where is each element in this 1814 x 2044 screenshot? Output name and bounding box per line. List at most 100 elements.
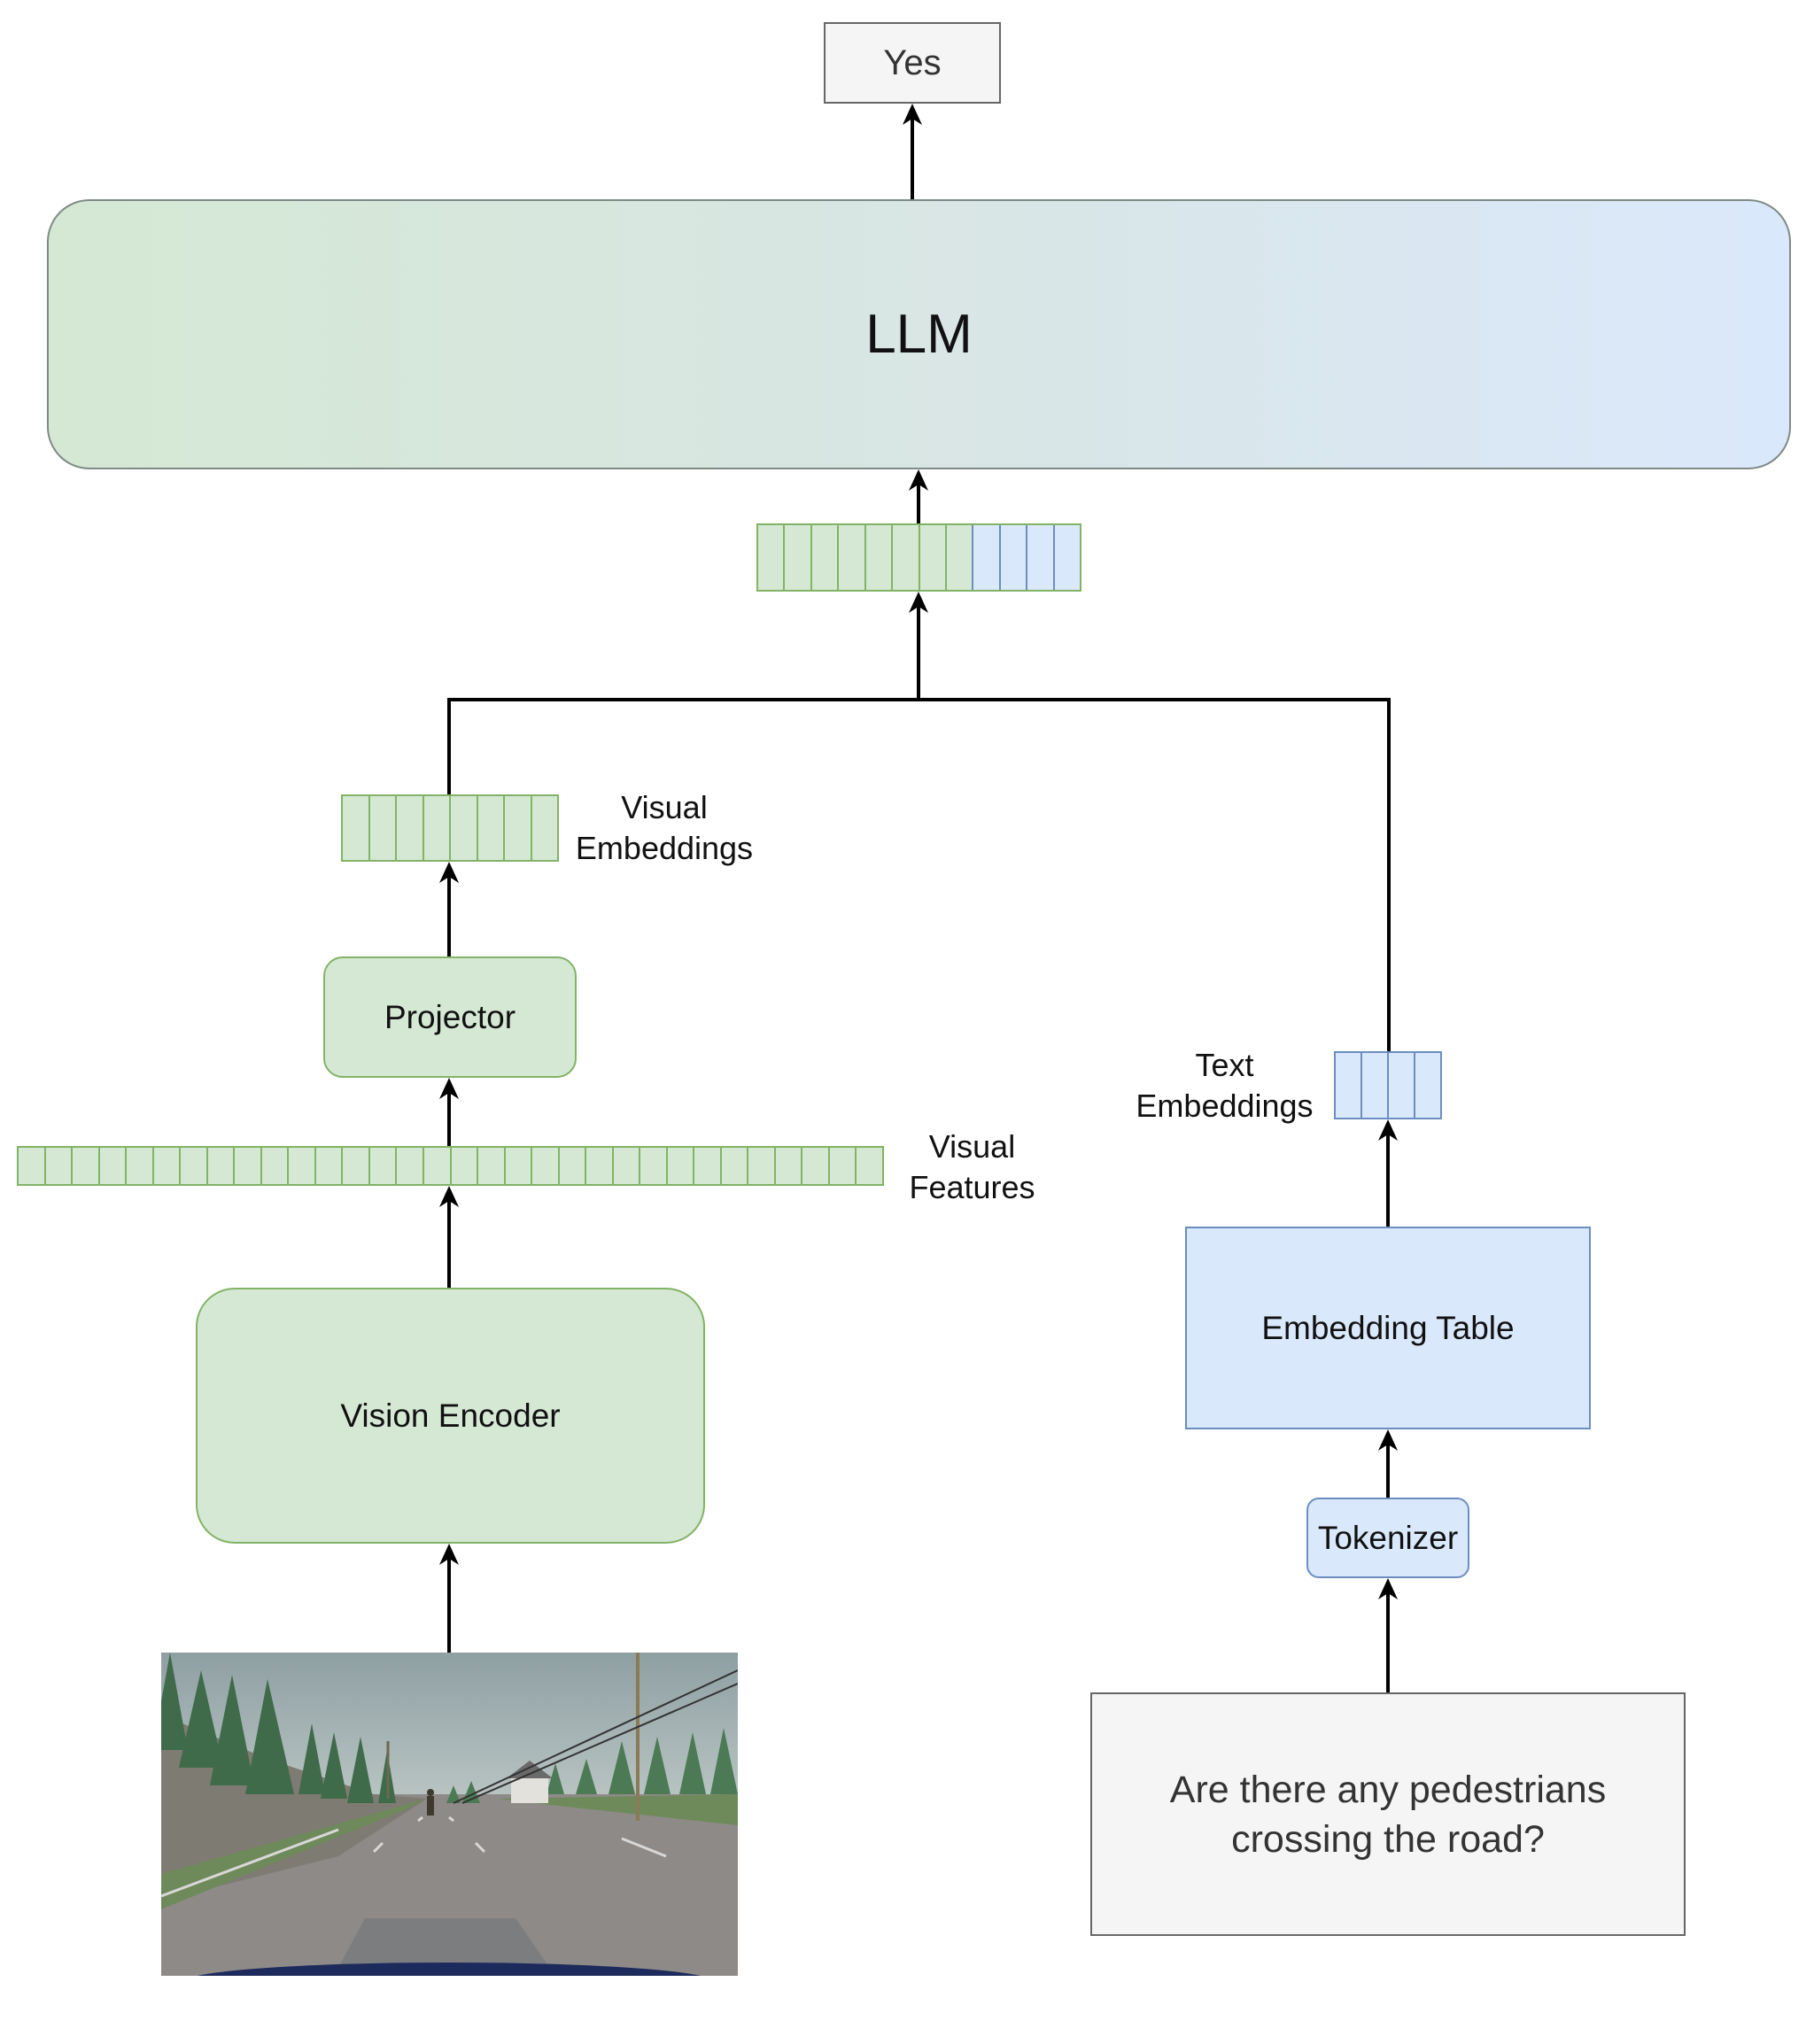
text-token-cell: [1027, 525, 1055, 590]
text-token-cell: [1000, 525, 1028, 590]
text-embeddings-label-line2: Embeddings: [1136, 1088, 1314, 1124]
visual-embedding-cell: [423, 796, 451, 860]
visual-embedding-cell: [531, 796, 557, 860]
visual-feature-cell: [315, 1148, 344, 1184]
visual-feature-cell: [721, 1148, 749, 1184]
embedding-table-block: Embedding Table: [1185, 1227, 1591, 1429]
visual-feature-cell: [505, 1148, 533, 1184]
visual-token-cell: [839, 525, 866, 590]
driving-scene-illustration: [161, 1653, 738, 1976]
visual-embedding-cell: [397, 796, 424, 860]
visual-feature-cell: [423, 1148, 452, 1184]
projector-label: Projector: [384, 998, 516, 1035]
visual-token-cell: [893, 525, 920, 590]
arrowhead-icon: [1378, 1578, 1398, 1599]
visual-feature-cell: [532, 1148, 560, 1184]
text-embedding-cell: [1362, 1053, 1389, 1118]
arrowhead-icon: [903, 104, 922, 125]
output-answer-box: Yes: [824, 22, 1001, 104]
visual-embedding-cell: [343, 796, 370, 860]
tree-line-right: [446, 1728, 738, 1803]
arrowhead-icon: [439, 1078, 459, 1099]
visual-feature-cell: [397, 1148, 424, 1184]
text-embedding-cell: [1415, 1053, 1440, 1118]
input-driving-scene-image: [161, 1653, 738, 1976]
grass-right: [498, 1794, 738, 1825]
visual-feature-cell: [235, 1148, 262, 1184]
tokenizer-label: Tokenizer: [1317, 1519, 1459, 1556]
visual-feature-cell: [829, 1148, 857, 1184]
visual-feature-cell: [857, 1148, 882, 1184]
visual-token-cell: [865, 525, 894, 590]
merge-bus: [447, 698, 1391, 1051]
visual-token-cell: [785, 525, 812, 590]
llm-block: LLM: [47, 199, 1791, 469]
car-hood-reflection: [334, 1918, 555, 1976]
visual-embedding-cell: [477, 796, 505, 860]
visual-feature-cell: [451, 1148, 479, 1184]
lane-markings: [161, 1816, 667, 1898]
arrowhead-icon: [1378, 1429, 1398, 1451]
visual-feature-cell: [369, 1148, 398, 1184]
visual-features-strip: [17, 1146, 884, 1186]
visual-features-label-line1: Visual: [928, 1128, 1016, 1165]
visual-feature-cell: [73, 1148, 100, 1184]
projector-block: Projector: [323, 956, 577, 1078]
vision-encoder-label: Vision Encoder: [340, 1397, 561, 1434]
llm-label: LLM: [865, 304, 973, 365]
text-embeddings-strip: [1334, 1051, 1442, 1119]
visual-feature-cell: [478, 1148, 506, 1184]
text-embeddings-label-line1: Text: [1195, 1047, 1254, 1083]
question-line-1: Are there any pedestrians: [1169, 1768, 1607, 1811]
visual-feature-cell: [640, 1148, 668, 1184]
visual-feature-cell: [748, 1148, 776, 1184]
grass-left: [161, 1799, 427, 1909]
visual-feature-cell: [775, 1148, 803, 1184]
visual-token-cell: [811, 525, 840, 590]
text-token-cell: [1054, 525, 1081, 590]
visual-embedding-cell: [451, 796, 478, 860]
visual-feature-cell: [289, 1148, 316, 1184]
visual-embeddings-label-line1: Visual: [621, 789, 708, 825]
arrowhead-icon: [1378, 1119, 1398, 1141]
arrowhead-icon: [909, 469, 928, 491]
visual-feature-cell: [694, 1148, 722, 1184]
visual-feature-cell: [45, 1148, 74, 1184]
visual-embedding-cell: [505, 796, 532, 860]
text-embedding-cell: [1336, 1053, 1362, 1118]
combined-token-sequence: [756, 523, 1081, 592]
question-line-2: crossing the road?: [1231, 1817, 1545, 1861]
text-embeddings-label: Text Embeddings: [1125, 1045, 1324, 1127]
vision-encoder-block: Vision Encoder: [196, 1288, 705, 1544]
house: [511, 1777, 548, 1803]
visual-features-label-line2: Features: [909, 1169, 1035, 1205]
visual-feature-cell: [207, 1148, 236, 1184]
visual-feature-cell: [613, 1148, 641, 1184]
output-answer-text: Yes: [883, 43, 942, 82]
arrowhead-icon: [439, 1186, 459, 1207]
visual-feature-cell: [586, 1148, 614, 1184]
visual-embeddings-strip: [341, 794, 559, 862]
visual-token-cell: [946, 525, 974, 590]
tokenizer-block: Tokenizer: [1306, 1498, 1469, 1578]
visual-feature-cell: [261, 1148, 290, 1184]
visual-feature-cell: [802, 1148, 830, 1184]
visual-token-cell: [919, 525, 947, 590]
arrowhead-icon: [439, 862, 459, 883]
visual-embeddings-label-line2: Embeddings: [575, 830, 754, 866]
visual-feature-cell: [181, 1148, 208, 1184]
visual-feature-cell: [19, 1148, 46, 1184]
visual-feature-cell: [153, 1148, 182, 1184]
visual-embeddings-label: Visual Embeddings: [567, 787, 762, 869]
visual-feature-cell: [667, 1148, 695, 1184]
arrowhead-icon: [909, 592, 928, 613]
visual-embedding-cell: [369, 796, 397, 860]
power-line: [453, 1669, 738, 1804]
arrowhead-icon: [439, 1544, 459, 1565]
text-token-cell: [973, 525, 1001, 590]
text-embedding-cell: [1389, 1053, 1415, 1118]
visual-feature-cell: [559, 1148, 587, 1184]
visual-feature-cell: [127, 1148, 154, 1184]
visual-feature-cell: [343, 1148, 370, 1184]
visual-feature-cell: [99, 1148, 128, 1184]
